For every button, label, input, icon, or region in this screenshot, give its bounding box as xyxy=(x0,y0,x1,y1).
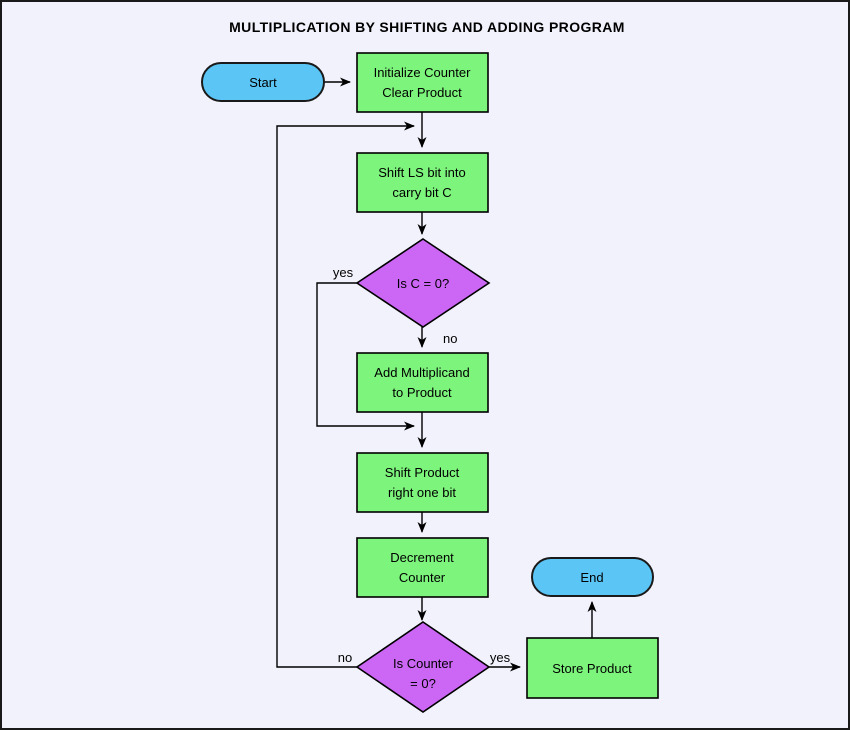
shift-ls-bit-label-line1: Shift LS bit into xyxy=(378,165,465,180)
edge-label-yes-bottom: yes xyxy=(490,650,511,665)
node-is-c-zero[interactable]: Is C = 0? xyxy=(355,238,491,328)
initialize-counter-label-line1: Initialize Counter xyxy=(374,65,471,80)
node-decrement-counter[interactable]: Decrement Counter xyxy=(356,537,489,598)
add-multiplicand-label-line2: to Product xyxy=(392,385,452,400)
edge-label-yes-top: yes xyxy=(333,265,354,280)
node-initialize-counter[interactable]: Initialize Counter Clear Product xyxy=(356,52,489,113)
node-start[interactable]: Start xyxy=(201,62,325,102)
decrement-counter-label-line2: Counter xyxy=(399,570,446,585)
is-counter-zero-shape[interactable] xyxy=(355,621,491,713)
node-store-product[interactable]: Store Product xyxy=(526,637,659,699)
is-counter-zero-label-line1: Is Counter xyxy=(393,656,454,671)
initialize-counter-label-line2: Clear Product xyxy=(382,85,462,100)
shift-product-label-line2: right one bit xyxy=(388,485,456,500)
store-product-shape[interactable] xyxy=(526,637,659,699)
is-c-zero-shape[interactable] xyxy=(355,238,491,328)
edge-decision-c-yes xyxy=(316,282,415,431)
node-is-counter-zero[interactable]: Is Counter = 0? xyxy=(355,621,491,713)
store-product-label: Store Product xyxy=(552,661,632,676)
edge-label-no-bottom: no xyxy=(338,650,352,665)
shift-ls-bit-label-line2: carry bit C xyxy=(392,185,451,200)
add-multiplicand-shape[interactable] xyxy=(356,352,489,413)
connector-layer xyxy=(276,77,597,672)
node-add-multiplicand[interactable]: Add Multiplicand to Product xyxy=(356,352,489,413)
start-terminal-shape[interactable] xyxy=(201,62,325,102)
node-shift-ls-bit[interactable]: Shift LS bit into carry bit C xyxy=(356,152,489,213)
shift-product-label-line1: Shift Product xyxy=(385,465,460,480)
decrement-counter-label-line1: Decrement xyxy=(390,550,454,565)
edge-label-layer: yes no no yes xyxy=(333,265,511,665)
edge-label-no-top: no xyxy=(443,331,457,346)
edge-counter-no-loopback xyxy=(276,121,415,668)
start-terminal-label: Start xyxy=(249,75,277,90)
node-shift-product[interactable]: Shift Product right one bit xyxy=(356,452,489,513)
add-multiplicand-label-line1: Add Multiplicand xyxy=(374,365,469,380)
is-c-zero-label: Is C = 0? xyxy=(397,276,449,291)
page-title: MULTIPLICATION BY SHIFTING AND ADDING PR… xyxy=(229,19,625,35)
shift-ls-bit-shape[interactable] xyxy=(356,152,489,213)
end-terminal-label: End xyxy=(580,570,603,585)
is-counter-zero-label-line2: = 0? xyxy=(410,676,436,691)
decrement-counter-shape[interactable] xyxy=(356,537,489,598)
initialize-counter-shape[interactable] xyxy=(356,52,489,113)
shift-product-shape[interactable] xyxy=(356,452,489,513)
end-terminal-shape[interactable] xyxy=(531,557,654,597)
node-end[interactable]: End xyxy=(531,557,654,597)
